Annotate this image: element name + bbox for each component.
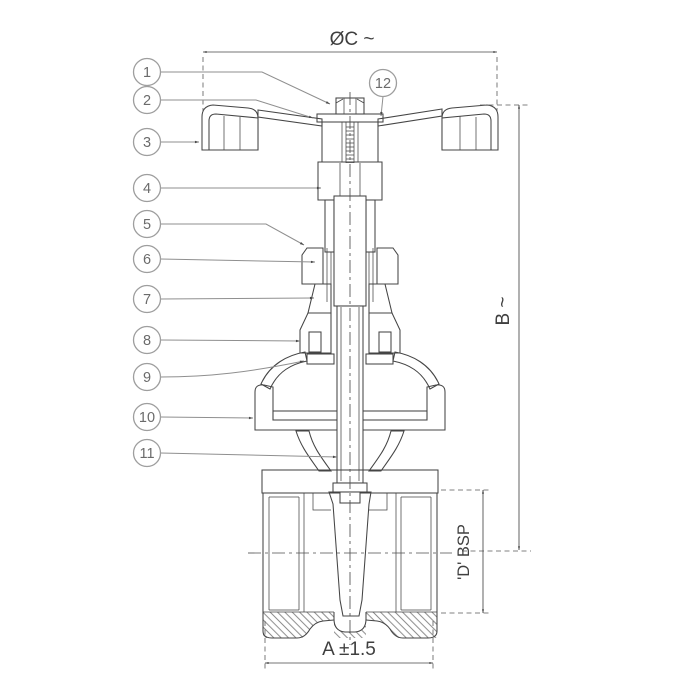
dimension-width-a: A ±1.5 [264,621,434,672]
callout-4: 4 [132,173,321,203]
callout-3: 3 [132,127,199,157]
callout-12: 12 [368,68,398,117]
dimension-label-thread-d: 'D' BSP [455,524,473,580]
dimension-thread-d: 'D' BSP [441,489,492,614]
callout-10: 10 [132,402,254,432]
callouts: 1 2 3 4 5 6 7 [132,57,398,468]
callout-9: 9 [132,360,305,392]
dimension-label-width-a: A ±1.5 [322,639,376,660]
svg-text:1: 1 [143,65,151,81]
svg-text:9: 9 [143,370,151,386]
callout-5: 5 [132,209,305,246]
svg-text:7: 7 [143,292,151,308]
callout-2: 2 [132,85,314,119]
callout-6: 6 [132,244,316,274]
callout-8: 8 [132,325,301,355]
callout-1: 1 [132,57,331,105]
svg-text:10: 10 [139,410,155,426]
callout-7: 7 [132,284,315,314]
bonnet-hex [299,312,401,365]
bonnet-gasket [306,353,335,365]
dimension-label-diameter-c: ØC ~ [330,29,375,50]
callout-11: 11 [132,438,338,468]
svg-text:5: 5 [143,217,151,233]
dimension-diameter-c: ØC ~ [202,29,498,112]
svg-text:8: 8 [143,333,151,349]
svg-text:3: 3 [143,135,151,151]
body-neck [295,430,405,472]
dimension-height-b: B ~ [462,104,531,552]
svg-text:11: 11 [139,446,154,462]
dimension-label-height-b: B ~ [493,296,514,325]
svg-text:2: 2 [143,93,151,109]
svg-text:12: 12 [375,76,391,92]
svg-text:6: 6 [143,252,151,268]
svg-text:4: 4 [143,181,151,197]
body-tube [262,493,438,612]
body-bell [260,351,440,390]
